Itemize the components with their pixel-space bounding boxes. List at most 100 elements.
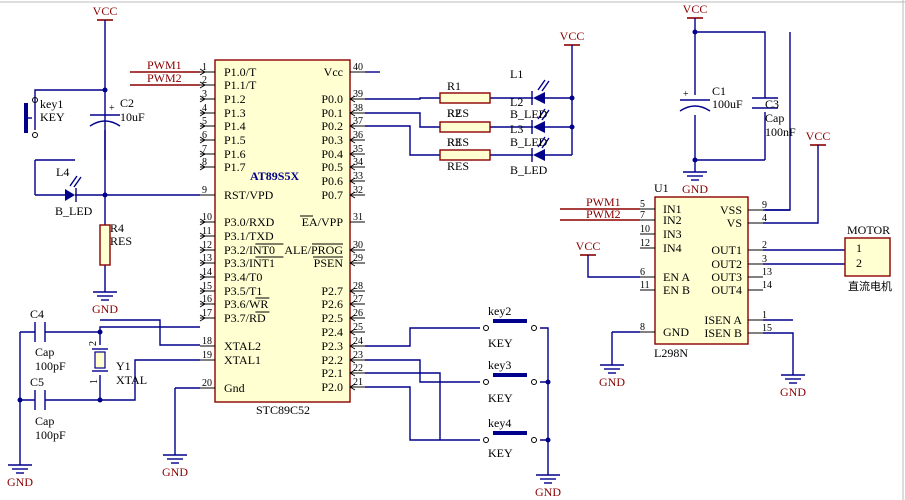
mcu-pin-label-17: P3.7/RD: [224, 311, 266, 325]
mcu-pin-num-38: 38: [353, 103, 363, 114]
mcu-pin-num-17: 17: [202, 308, 212, 319]
r3-ref: R3: [447, 135, 461, 149]
mcu-pin-arrow-3: [199, 95, 206, 103]
key3-ref: key3: [488, 358, 511, 372]
y1-pin1: 1: [89, 379, 100, 384]
mcu-pin-label-40: Vcc: [324, 65, 343, 79]
mcu-pin-num-29: 29: [353, 253, 363, 264]
y1-label: XTAL: [116, 373, 147, 387]
motor-pin2: 2: [856, 256, 862, 270]
mcu-pin-label-35: P0.4: [321, 147, 343, 161]
key1-switch: [24, 97, 38, 138]
mcu-pin-label-20: Gnd: [224, 381, 245, 395]
mcu-pin-arrow-22: [349, 369, 356, 377]
mcu-pin-num-4: 4: [202, 103, 207, 114]
driver-pin-num-13: 13: [762, 267, 772, 278]
mcu-pin-arrow-1: [199, 68, 206, 76]
mcu-pin-label-19: XTAL1: [224, 353, 261, 367]
driver-pin-num-2: 2: [762, 240, 767, 251]
c1-ref: C1: [712, 84, 726, 98]
mcu-pin-arrow-29: [349, 259, 356, 267]
mcu-pin-label-27: P2.6: [321, 297, 343, 311]
vcc-label-driver-en: VCC: [576, 239, 601, 253]
vcc-label-caps: VCC: [683, 2, 708, 16]
l2-ref: L2: [510, 95, 523, 109]
y1-pin2: 2: [88, 341, 99, 346]
mcu-pin-num-26: 26: [353, 308, 363, 319]
mcu-pin-arrow-30: [349, 246, 356, 254]
mcu-pin-num-13: 13: [202, 253, 212, 264]
mcu-pin-num-35: 35: [353, 144, 363, 155]
mcu-pin-num-7: 7: [202, 144, 207, 155]
mcu-pin-num-1: 1: [202, 62, 207, 73]
key2-label: KEY: [488, 336, 513, 350]
mcu-pin-arrow-27: [349, 300, 356, 308]
mcu-pin-label-34: P0.5: [321, 160, 343, 174]
c5-label: Cap: [35, 414, 54, 428]
mcu-pin-num-30: 30: [353, 240, 363, 251]
motor-ref: MOTOR: [847, 223, 890, 237]
mcu-pin-arrow-14: [199, 273, 206, 281]
c3-label: Cap: [765, 111, 784, 125]
mcu-ref: STC89C52: [256, 403, 310, 417]
l4-label: B_LED: [55, 204, 93, 218]
led-bank: [365, 45, 575, 162]
reset-circuit: key1 KEY + C2 10uF L4 B_LED R4 RES: [24, 20, 200, 290]
mcu-pin-label-9: RST/VPD: [224, 188, 274, 202]
mcu-pin-label-11: P3.1/TXD: [224, 229, 274, 243]
c2-value: 10uF: [120, 110, 145, 124]
c5-value: 100pF: [35, 428, 66, 442]
r4-label: RES: [110, 234, 132, 248]
mcu-pin-arrow-11: [199, 232, 206, 240]
mcu-pin-arrow-6: [199, 136, 206, 144]
mcu-pin-label-8: P1.7: [224, 160, 246, 174]
mcu-pin-arrow-28: [349, 287, 356, 295]
c3-ref: C3: [765, 97, 779, 111]
mcu-pin-label-25: P2.4: [321, 325, 343, 339]
driver-pin-num-9: 9: [762, 200, 767, 211]
gnd-label-driver: GND: [599, 375, 625, 389]
mcu-pin-label-31: EA/VPP: [302, 215, 344, 229]
driver-pin-label-6: EN A: [663, 270, 690, 284]
mcu-pin-label-26: P2.5: [321, 311, 343, 325]
c2-capacitor: +: [89, 103, 121, 127]
mcu-pin-num-39: 39: [353, 89, 363, 100]
driver-pin-label-2: OUT1: [711, 243, 742, 257]
driver-pin-num-12: 12: [640, 238, 650, 249]
gnd-label-keys: GND: [535, 485, 561, 499]
driver-pin-num-4: 4: [762, 213, 767, 224]
mcu-pin-num-2: 2: [202, 75, 207, 86]
mcu-pin-num-14: 14: [202, 267, 212, 278]
mcu-pin-num-36: 36: [353, 130, 363, 141]
driver-pin-label-8: GND: [663, 325, 689, 339]
mcu-pin-label-16: P3.6/WR: [224, 297, 268, 311]
mcu-pin-arrow-36: [349, 136, 356, 144]
driver-pin-num-8: 8: [640, 322, 645, 333]
mcu-pin-label-7: P1.6: [224, 147, 246, 161]
key1-label: KEY: [40, 110, 65, 124]
vcc-label-reset: VCC: [93, 4, 118, 18]
mcu-pin-num-28: 28: [353, 281, 363, 292]
mcu-pin-label-18: XTAL2: [224, 339, 261, 353]
mcu-pin-arrow-17: [199, 314, 206, 322]
c4-value: 100pF: [35, 359, 66, 373]
mcu-pin-label-39: P0.0: [321, 92, 343, 106]
mcu-pin-arrow-15: [199, 287, 206, 295]
mcu-pin-num-3: 3: [202, 89, 207, 100]
gnd-label-crystal: GND: [7, 475, 33, 489]
mcu-pin-label-5: P1.4: [224, 119, 246, 133]
mcu-pin-num-16: 16: [202, 294, 212, 305]
l4-led: [35, 175, 82, 202]
r3-label: RES: [447, 159, 469, 173]
mcu-pin-arrow-25: [349, 328, 356, 336]
motor-pin1: 1: [856, 241, 862, 255]
l1-label: B_LED: [510, 107, 548, 121]
key4-ref: key4: [488, 416, 511, 430]
driver-pin-num-7: 7: [640, 210, 645, 221]
pwm1-net-mcu: PWM1: [147, 58, 182, 72]
vcc-label-driver: VCC: [806, 129, 831, 143]
mcu-pin-num-27: 27: [353, 294, 363, 305]
mcu-pin-arrow-33: [349, 177, 356, 185]
